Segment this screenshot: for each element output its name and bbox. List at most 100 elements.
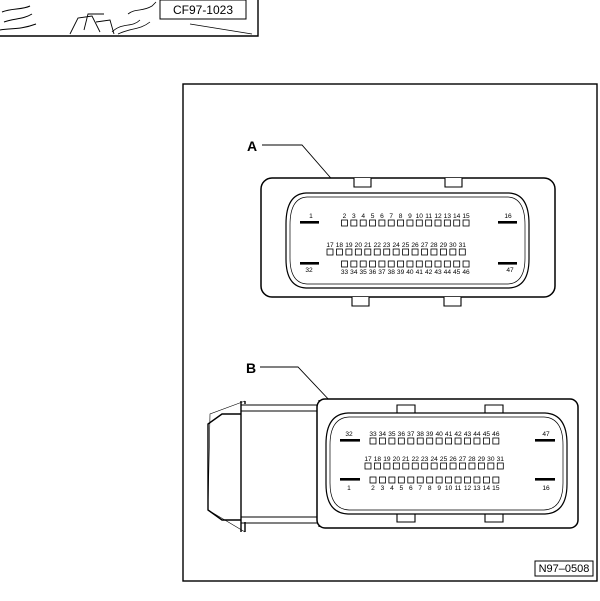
pin-label: 47 — [542, 431, 550, 438]
pin-contact — [411, 248, 419, 256]
pin-contact — [411, 462, 419, 470]
pin-contact — [449, 248, 457, 256]
pin-label: 29 — [440, 242, 448, 249]
pin-contact — [340, 478, 360, 481]
pin-label: 30 — [449, 242, 457, 249]
pin-contact — [373, 248, 381, 256]
pin-label: 27 — [459, 456, 467, 463]
pin-contact — [453, 219, 461, 227]
pin-contact — [379, 437, 386, 445]
pin-contact — [415, 260, 423, 268]
pin-label: 5 — [371, 213, 375, 220]
pin-contact — [364, 248, 372, 256]
pin-label: 39 — [426, 431, 434, 438]
pin-label: 6 — [409, 485, 413, 492]
pin-contact — [374, 462, 381, 470]
pin-contact — [487, 462, 495, 470]
pin-label: 4 — [361, 213, 365, 220]
pin-label: 11 — [455, 485, 462, 492]
pin-label: 3 — [381, 485, 385, 492]
pin-contact — [445, 476, 453, 484]
figure-ref-box — [534, 560, 594, 577]
pin-contact — [402, 462, 410, 470]
pin-label: 3 — [352, 213, 356, 220]
pin-label: 43 — [434, 269, 442, 276]
pin-label: 42 — [454, 431, 462, 438]
pin-contact — [388, 476, 396, 484]
pin-contact — [397, 437, 405, 445]
pin-label: 13 — [444, 213, 452, 220]
pin-contact — [426, 476, 434, 484]
previous-figure-snippet: CF97-1023 — [0, 0, 259, 37]
pin-contact — [473, 476, 481, 484]
pin-contact — [421, 248, 428, 256]
pin-label: 4 — [390, 485, 394, 492]
pin-contact — [464, 437, 471, 445]
pin-label: 2 — [371, 485, 375, 492]
pin-label: 12 — [464, 485, 472, 492]
pin-contact — [416, 476, 424, 484]
pin-label: 40 — [406, 269, 414, 276]
pin-label: 36 — [398, 431, 406, 438]
pin-label: 12 — [434, 213, 442, 220]
pin-label: 24 — [430, 456, 438, 463]
pin-label: 16 — [542, 485, 550, 492]
pin-contact — [426, 437, 434, 445]
pin-contact — [392, 462, 400, 470]
pin-contact — [300, 221, 319, 224]
pin-contact — [326, 248, 334, 256]
pin-label: 23 — [421, 456, 429, 463]
pin-contact — [406, 260, 414, 268]
pin-label: 1 — [347, 485, 351, 492]
pin-contact — [387, 219, 395, 227]
pin-contact — [397, 219, 405, 227]
pin-label: 46 — [492, 431, 500, 438]
pin-label: 23 — [383, 242, 391, 249]
pin-contact — [388, 437, 396, 445]
pin-label: 42 — [425, 269, 433, 276]
pin-label: 15 — [462, 213, 470, 220]
pin-contact — [496, 462, 504, 470]
pin-contact — [369, 437, 377, 445]
pin-contact — [364, 462, 372, 470]
pin-contact — [464, 476, 471, 484]
pin-contact — [392, 248, 400, 256]
pin-contact — [445, 437, 453, 445]
pin-contact — [435, 476, 443, 484]
snippet-ref-box — [159, 0, 247, 20]
pin-label: 38 — [388, 269, 396, 276]
pin-contact — [458, 248, 466, 256]
pin-contact — [369, 476, 377, 484]
pin-label: 7 — [389, 213, 393, 220]
pin-label: 31 — [459, 242, 467, 249]
pin-contact — [430, 462, 438, 470]
pin-label: 17 — [326, 242, 334, 249]
pin-label: 2 — [343, 213, 347, 220]
pin-contact — [359, 219, 367, 227]
pin-label: 44 — [473, 431, 481, 438]
pin-label: 26 — [449, 456, 457, 463]
pin-contact — [350, 260, 358, 268]
pin-label: 45 — [483, 431, 491, 438]
pin-contact — [498, 221, 517, 224]
pin-contact — [462, 260, 470, 268]
pin-contact — [378, 260, 386, 268]
pin-label: 10 — [416, 213, 424, 220]
pin-label: 20 — [393, 456, 401, 463]
pin-contact — [482, 476, 490, 484]
snippet-ref-label: CF97-1023 — [173, 3, 233, 17]
pin-label: 15 — [492, 485, 500, 492]
pin-contact — [473, 437, 481, 445]
pin-contact — [406, 219, 414, 227]
connector-a-leader-line — [262, 144, 337, 185]
pin-contact — [379, 476, 386, 484]
pin-contact — [449, 462, 457, 470]
pin-label: 8 — [399, 213, 403, 220]
pin-label: 7 — [418, 485, 422, 492]
pin-label: 17 — [364, 456, 372, 463]
pin-contact — [341, 219, 348, 227]
pin-contact — [425, 219, 433, 227]
pin-contact — [387, 260, 395, 268]
pin-label: 13 — [473, 485, 481, 492]
